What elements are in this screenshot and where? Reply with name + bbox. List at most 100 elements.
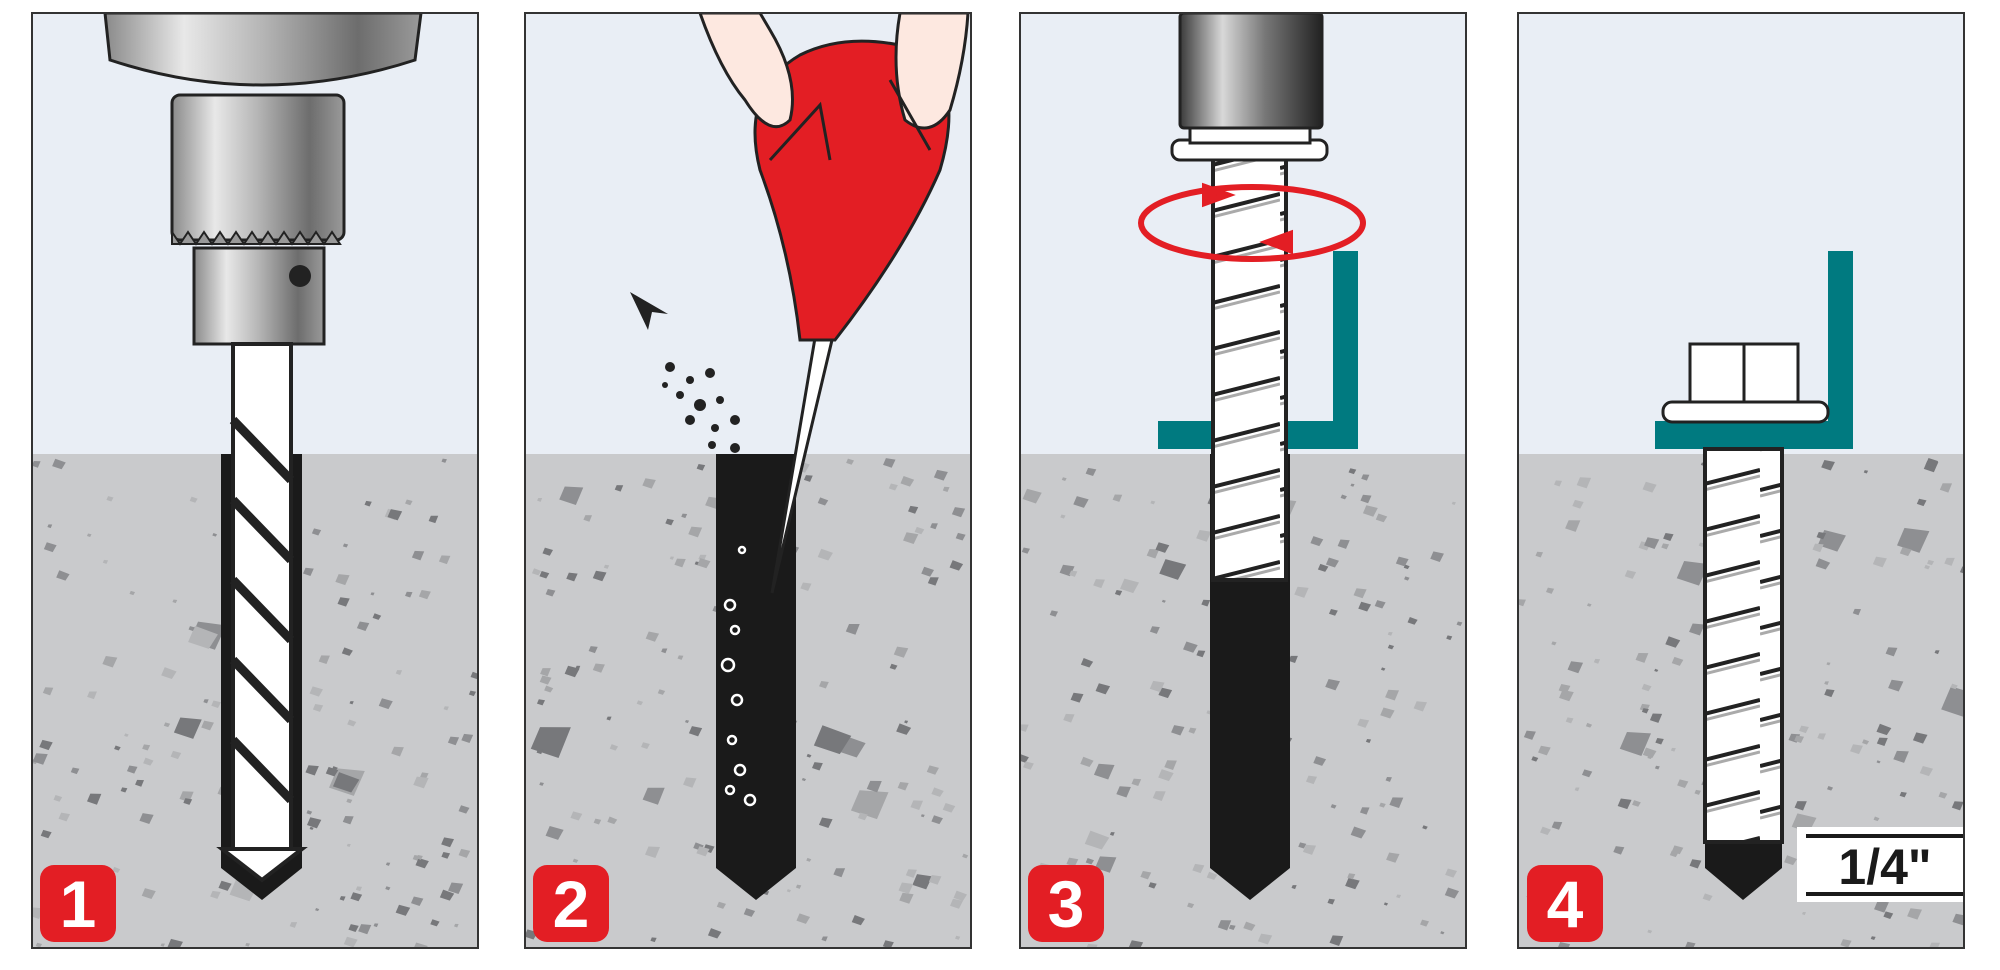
aggregate-stone [309, 826, 314, 830]
aggregate-stone [683, 777, 697, 788]
aggregate-stone [688, 526, 703, 538]
aggregate-stone [1196, 530, 1212, 542]
aggregate-stone [642, 787, 665, 805]
aggregate-stone [342, 816, 354, 825]
aggregate-stone [920, 814, 925, 818]
aggregate-stone [1158, 769, 1174, 782]
aggregate-stone [1310, 536, 1324, 547]
aggregate-stone [1383, 902, 1389, 906]
aggregate-stone [1870, 936, 1876, 941]
aggregate-stone [1893, 750, 1909, 763]
aggregate-stone [1294, 586, 1309, 598]
aggregate-stone [1093, 763, 1115, 780]
aggregate-stone [949, 560, 964, 571]
driver-socket-icon [1178, 13, 1324, 130]
aggregate-stone [1192, 863, 1205, 874]
embedment-depth-label: 1/4" [1797, 827, 1964, 902]
aggregate-stone [645, 846, 661, 859]
aggregate-stone [1852, 608, 1862, 616]
aggregate-stone [1361, 474, 1370, 481]
aggregate-stone [1535, 551, 1544, 558]
aggregate-stone [355, 886, 363, 892]
aggregate-stone [1784, 855, 1798, 866]
aggregate-stone [819, 680, 829, 689]
aggregate-stone [1381, 667, 1386, 671]
aggregate-stone [665, 518, 674, 526]
aggregate-stone [173, 717, 202, 739]
aggregate-stone [1340, 494, 1347, 500]
aggregate-stone [539, 570, 550, 579]
aggregate-stone [801, 777, 807, 782]
aggregate-stone [846, 458, 855, 465]
aggregate-stone [35, 942, 43, 948]
aggregate-stone [112, 866, 121, 873]
aggregate-stone [114, 745, 121, 751]
aggregate-stone [542, 547, 554, 556]
aggregate-stone [1217, 920, 1232, 931]
aggregate-stone [447, 736, 460, 746]
aggregate-stone [1150, 500, 1156, 505]
aggregate-stone [1060, 514, 1066, 519]
aggregate-stone [470, 671, 478, 680]
aggregate-stone [1305, 775, 1318, 785]
aggregate-stone [1649, 713, 1663, 723]
screw-anchor [1661, 342, 1830, 844]
aggregate-stone [850, 790, 889, 820]
aggregate-stone [212, 532, 218, 537]
aggregate-stone [1952, 913, 1964, 926]
aggregate-stone [926, 765, 939, 775]
aggregate-stone [1325, 557, 1339, 568]
depth-value: 1/4" [1838, 839, 1931, 895]
step-badge-2: 2 [533, 865, 609, 942]
aggregate-stone [1559, 689, 1574, 702]
aggregate-stone [1379, 802, 1386, 808]
aggregate-stone [347, 719, 357, 727]
step-badge-4: 4 [1527, 865, 1603, 942]
aggregate-stone [413, 942, 428, 948]
aggregate-stone [905, 869, 917, 878]
aggregate-stone [592, 663, 605, 673]
aggregate-stone [1899, 791, 1907, 798]
aggregate-stone [641, 742, 650, 750]
aggregate-stone [210, 890, 221, 899]
aggregate-stone [930, 523, 938, 530]
aggregate-stone [1061, 477, 1067, 481]
aggregate-stone [583, 515, 593, 522]
aggregate-stone [1557, 941, 1571, 948]
aggregate-stone [1642, 747, 1657, 758]
aggregate-stone [1345, 878, 1360, 890]
aggregate-stone [575, 665, 581, 670]
aggregate-stone [395, 904, 411, 916]
aggregate-stone [818, 817, 833, 829]
aggregate-stone [1063, 713, 1075, 723]
aggregate-stone [1567, 661, 1584, 674]
aggregate-stone [318, 655, 330, 665]
aggregate-stone [888, 483, 898, 491]
aggregate-stone [817, 548, 833, 561]
aggregate-stone [1021, 547, 1030, 554]
screw-anchor [1170, 123, 1329, 582]
aggregate-stone [346, 843, 351, 847]
aggregate-stone [1694, 789, 1701, 795]
aggregate-stone [1585, 722, 1593, 728]
aggregate-stone [1128, 940, 1144, 948]
aggregate-stone [1593, 658, 1601, 664]
aggregate-stone [1146, 548, 1160, 559]
aggregate-stone [305, 765, 319, 776]
aggregate-stone [1164, 760, 1177, 770]
aggregate-stone [218, 880, 232, 891]
aggregate-stone [454, 923, 459, 928]
aggregate-stone [428, 515, 439, 524]
aggregate-stone [851, 915, 865, 926]
aggregate-stone [1816, 532, 1827, 540]
aggregate-stone [1587, 603, 1592, 607]
aggregate-stone [931, 815, 943, 825]
aggregate-stone [1069, 570, 1078, 577]
aggregate-stone [1655, 738, 1664, 745]
aggregate-stone [904, 720, 909, 724]
aggregate-stone [661, 648, 668, 654]
aggregate-stone [1927, 559, 1935, 566]
aggregate-stone [942, 486, 950, 493]
aggregate-stone [32, 753, 48, 765]
aggregate-stone [1337, 539, 1350, 549]
